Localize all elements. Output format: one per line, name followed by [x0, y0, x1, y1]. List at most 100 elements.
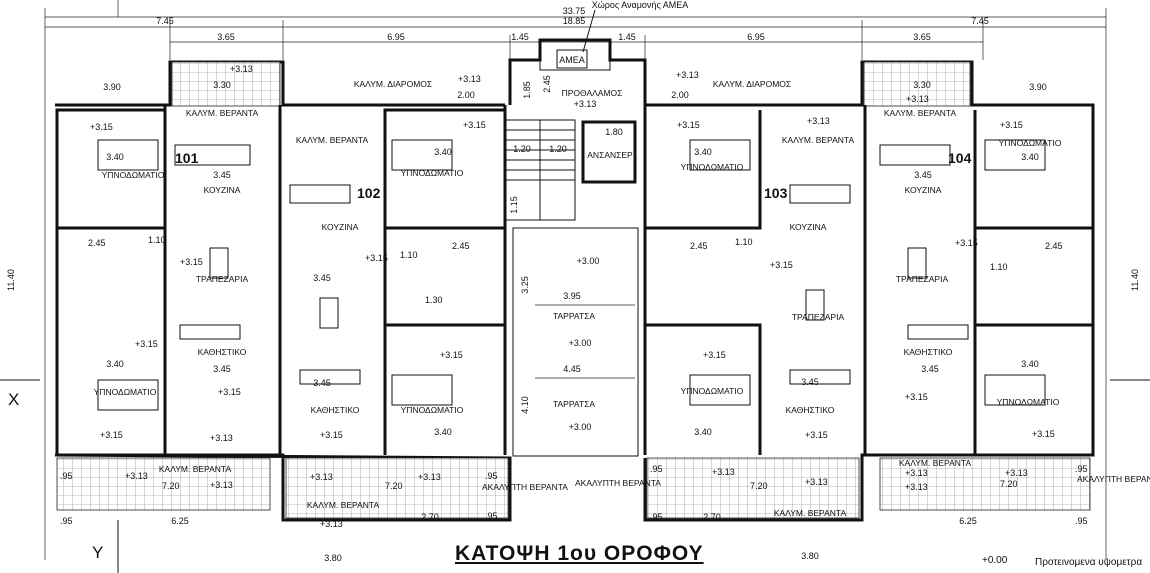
svg-text:ΤΡΑΠΕΖΑΡΙΑ: ΤΡΑΠΕΖΑΡΙΑ [896, 274, 949, 284]
waiting-area-label: Χώρος Αναμονής ΑΜΕΑ [592, 0, 689, 10]
svg-text:.95: .95 [60, 471, 73, 481]
dim-c: 1.45 [511, 32, 529, 42]
svg-text:3.40: 3.40 [434, 427, 452, 437]
svg-text:1.15: 1.15 [509, 196, 519, 214]
svg-text:ΥΠΝΟΔΩΜΑΤΙΟ: ΥΠΝΟΔΩΜΑΤΙΟ [102, 170, 165, 180]
svg-text:ΚΑΛΥΜ. ΒΕΡΑΝΤΑ: ΚΑΛΥΜ. ΒΕΡΑΝΤΑ [774, 508, 847, 518]
svg-text:ΚΑΛΥΜ. ΒΕΡΑΝΤΑ: ΚΑΛΥΜ. ΒΕΡΑΝΤΑ [782, 135, 855, 145]
svg-text:7.20: 7.20 [1000, 479, 1018, 489]
svg-text:+3.15: +3.15 [463, 120, 486, 130]
svg-text:3.40: 3.40 [434, 147, 452, 157]
svg-text:+3.15: +3.15 [320, 430, 343, 440]
unit-104-labels: 3.30 +3.13 ΚΑΛΥΜ. ΒΕΡΑΝΤΑ 3.90 +3.15 ΥΠΝ… [884, 80, 1150, 526]
svg-text:3.40: 3.40 [106, 359, 124, 369]
svg-text:ΑΚΑΛΥΠΤΗ ΒΕΡΑΝΤΑ: ΑΚΑΛΥΠΤΗ ΒΕΡΑΝΤΑ [1077, 474, 1150, 484]
svg-text:+3.13: +3.13 [320, 519, 343, 529]
veranda-101-bottom [56, 457, 271, 511]
svg-text:+3.13: +3.13 [905, 468, 928, 478]
svg-text:ΥΠΝΟΔΩΜΑΤΙΟ: ΥΠΝΟΔΩΜΑΤΙΟ [997, 397, 1060, 407]
svg-text:3.45: 3.45 [313, 378, 331, 388]
svg-text:1.80: 1.80 [605, 127, 623, 137]
svg-text:+3.13: +3.13 [906, 94, 929, 104]
unit-104: 104 [948, 150, 972, 166]
svg-text:+3.13: +3.13 [1005, 468, 1028, 478]
svg-text:ΥΠΝΟΔΩΜΑΤΙΟ: ΥΠΝΟΔΩΜΑΤΙΟ [401, 405, 464, 415]
svg-text:2.70: 2.70 [703, 512, 721, 522]
veranda-104-bottom [879, 457, 1091, 511]
svg-text:ΚΑΛΥΜ. ΔΙΑΡΟΜΟΣ: ΚΑΛΥΜ. ΔΙΑΡΟΜΟΣ [713, 79, 791, 89]
svg-text:+3.13: +3.13 [310, 472, 333, 482]
svg-text:+3.15: +3.15 [440, 350, 463, 360]
svg-text:1.10: 1.10 [990, 262, 1008, 272]
svg-text:+3.15: +3.15 [703, 350, 726, 360]
dim-e: 6.95 [747, 32, 765, 42]
veranda-102-bottom [285, 457, 509, 519]
svg-text:2.45: 2.45 [1045, 241, 1063, 251]
svg-text:ΑΚΑΛΥΠΤΗ ΒΕΡΑΝΤΑ: ΑΚΑΛΥΠΤΗ ΒΕΡΑΝΤΑ [482, 482, 568, 492]
svg-text:6.25: 6.25 [171, 516, 189, 526]
svg-text:+3.13: +3.13 [807, 116, 830, 126]
svg-text:ΑΚΑΛΥΠΤΗ ΒΕΡΑΝΤΑ: ΑΚΑΛΥΠΤΗ ΒΕΡΑΝΤΑ [575, 478, 661, 488]
svg-text:+3.15: +3.15 [100, 430, 123, 440]
svg-text:3.80: 3.80 [801, 551, 819, 561]
svg-text:3.45: 3.45 [213, 364, 231, 374]
dim-left: 7.45 [156, 16, 174, 26]
anteroom-label: ΠΡΟΘΑΛΑΜΟΣ [562, 88, 623, 98]
svg-text:+3.15: +3.15 [770, 260, 793, 270]
dim-right-11-40: 11.40 [1130, 269, 1140, 291]
svg-text:1.10: 1.10 [735, 237, 753, 247]
svg-text:3.40: 3.40 [1021, 359, 1039, 369]
svg-text:ΤΡΑΠΕΖΑΡΙΑ: ΤΡΑΠΕΖΑΡΙΑ [792, 312, 845, 322]
plan-title: ΚΑΤΟΨΗ 1ου ΟΡΟΦΟΥ [455, 542, 704, 565]
svg-text:2.00: 2.00 [457, 90, 475, 100]
svg-text:+3.13: +3.13 [574, 99, 597, 109]
svg-text:1.10: 1.10 [148, 235, 166, 245]
svg-text:3.30: 3.30 [913, 80, 931, 90]
svg-text:ΚΑΛΥΜ. ΒΕΡΑΝΤΑ: ΚΑΛΥΜ. ΒΕΡΑΝΤΑ [899, 458, 972, 468]
legend-text: Προτεινομενα υψομετρα [1035, 557, 1143, 568]
svg-text:ΚΑΛΥΜ. ΔΙΑΡΟΜΟΣ: ΚΑΛΥΜ. ΔΙΑΡΟΜΟΣ [354, 79, 432, 89]
svg-text:3.95: 3.95 [563, 291, 581, 301]
unit-102-labels: ΚΑΛΥΜ. ΔΙΑΡΟΜΟΣ +3.13 2.00 ΚΑΛΥΜ. ΒΕΡΑΝΤ… [296, 74, 568, 563]
dim-f: 3.65 [913, 32, 931, 42]
unit-101: 101 [175, 150, 199, 166]
veranda-101-top [171, 61, 281, 107]
svg-text:+3.15: +3.15 [218, 387, 241, 397]
svg-text:+3.13: +3.13 [458, 74, 481, 84]
svg-text:3.40: 3.40 [694, 147, 712, 157]
terrace-label-2: ΤΑΡΡΑΤΣΑ [553, 399, 595, 409]
svg-text:3.45: 3.45 [921, 364, 939, 374]
axis-y-marker: Y [92, 543, 104, 562]
dim-d: 1.45 [618, 32, 636, 42]
svg-text:+3.00: +3.00 [569, 422, 592, 432]
svg-text:6.25: 6.25 [959, 516, 977, 526]
svg-text:ΚΑΛΥΜ. ΒΕΡΑΝΤΑ: ΚΑΛΥΜ. ΒΕΡΑΝΤΑ [159, 464, 232, 474]
svg-text:3.45: 3.45 [914, 170, 932, 180]
svg-text:ΥΠΝΟΔΩΜΑΤΙΟ: ΥΠΝΟΔΩΜΑΤΙΟ [681, 386, 744, 396]
svg-text:.95: .95 [485, 471, 498, 481]
svg-text:ΤΡΑΠΕΖΑΡΙΑ: ΤΡΑΠΕΖΑΡΙΑ [196, 274, 249, 284]
svg-text:+3.15: +3.15 [365, 253, 388, 263]
legend-level-symbol: +0.00 [982, 555, 1008, 566]
svg-text:+3.13: +3.13 [210, 480, 233, 490]
svg-text:.95: .95 [650, 512, 663, 522]
terrace-label-1: ΤΑΡΡΑΤΣΑ [553, 311, 595, 321]
svg-text:.95: .95 [1075, 464, 1088, 474]
svg-text:+3.00: +3.00 [569, 338, 592, 348]
svg-text:+3.15: +3.15 [180, 257, 203, 267]
svg-text:+3.15: +3.15 [1000, 120, 1023, 130]
core-block: ΑΜΕΑ ΠΡΟΘΑΛΑΜΟΣ +3.13 ΑΝΣΑΝΣΕΡ 1.80 1.20… [504, 39, 637, 221]
svg-text:.95: .95 [1075, 516, 1088, 526]
svg-text:.95: .95 [60, 516, 73, 526]
svg-text:ΚΑΛΥΜ. ΒΕΡΑΝΤΑ: ΚΑΛΥΜ. ΒΕΡΑΝΤΑ [884, 108, 957, 118]
unit-103-labels: ΚΑΛΥΜ. ΔΙΑΡΟΜΟΣ +3.13 2.00 ΚΑΛΥΜ. ΒΕΡΑΝΤ… [575, 70, 854, 561]
interior-walls [55, 105, 1093, 457]
elevator-label: ΑΝΣΑΝΣΕΡ [587, 150, 633, 160]
svg-text:ΚΑΘΗΣΤΙΚΟ: ΚΑΘΗΣΤΙΚΟ [904, 347, 953, 357]
svg-text:7.20: 7.20 [750, 481, 768, 491]
svg-text:ΚΟΥΖΙΝΑ: ΚΟΥΖΙΝΑ [322, 222, 359, 232]
svg-text:ΚΑΘΗΣΤΙΚΟ: ΚΑΘΗΣΤΙΚΟ [311, 405, 360, 415]
svg-text:ΚΑΘΗΣΤΙΚΟ: ΚΑΘΗΣΤΙΚΟ [198, 347, 247, 357]
svg-text:4.10: 4.10 [520, 396, 530, 414]
